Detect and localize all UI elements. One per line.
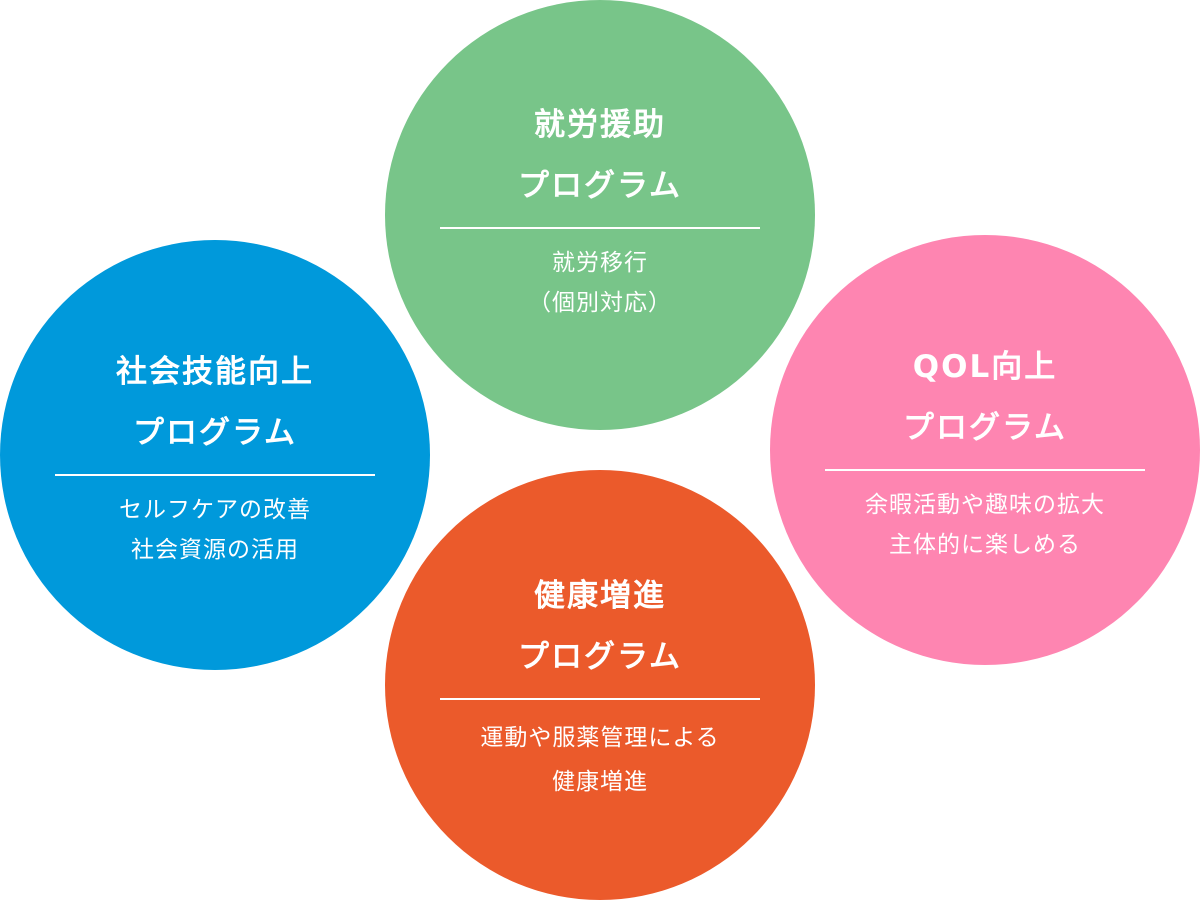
social-skills-program-circle: 社会技能向上 プログラム セルフケアの改善 社会資源の活用 xyxy=(0,240,430,670)
circle-description: 運動や服薬管理による xyxy=(480,724,720,751)
circle-title: 就労援助 xyxy=(534,107,666,143)
circle-title: プログラム xyxy=(517,168,683,204)
circle-description: 社会資源の活用 xyxy=(131,536,299,563)
divider xyxy=(440,698,760,700)
circle-description: セルフケアの改善 xyxy=(119,496,311,523)
circle-title: QOL向上 xyxy=(912,349,1058,385)
circle-description: 健康増進 xyxy=(552,768,648,795)
circle-description: 就労移行 xyxy=(552,249,648,276)
circle-title: プログラム xyxy=(132,415,298,451)
circle-title: 健康増進 xyxy=(534,578,666,614)
health-promotion-program-circle: 健康増進 プログラム 運動や服薬管理による 健康増進 xyxy=(385,470,815,900)
circle-content: 就労援助 プログラム 就労移行 （個別対応） xyxy=(440,95,760,323)
circle-title: プログラム xyxy=(517,639,683,675)
divider xyxy=(440,227,760,229)
circle-content: 健康増進 プログラム 運動や服薬管理による 健康増進 xyxy=(440,566,760,802)
circle-content: 社会技能向上 プログラム セルフケアの改善 社会資源の活用 xyxy=(55,342,375,570)
employment-support-program-circle: 就労援助 プログラム 就労移行 （個別対応） xyxy=(385,0,815,430)
circle-title: 社会技能向上 xyxy=(116,354,314,390)
circle-description: （個別対応） xyxy=(528,289,672,316)
circle-title: プログラム xyxy=(902,410,1068,446)
circle-content: QOL向上 プログラム 余暇活動や趣味の拡大 主体的に楽しめる xyxy=(825,337,1145,565)
divider xyxy=(55,474,375,476)
circle-description: 余暇活動や趣味の拡大 xyxy=(865,491,1105,518)
divider xyxy=(825,469,1145,471)
circle-description: 主体的に楽しめる xyxy=(889,531,1081,558)
qol-program-circle: QOL向上 プログラム 余暇活動や趣味の拡大 主体的に楽しめる xyxy=(770,235,1200,665)
